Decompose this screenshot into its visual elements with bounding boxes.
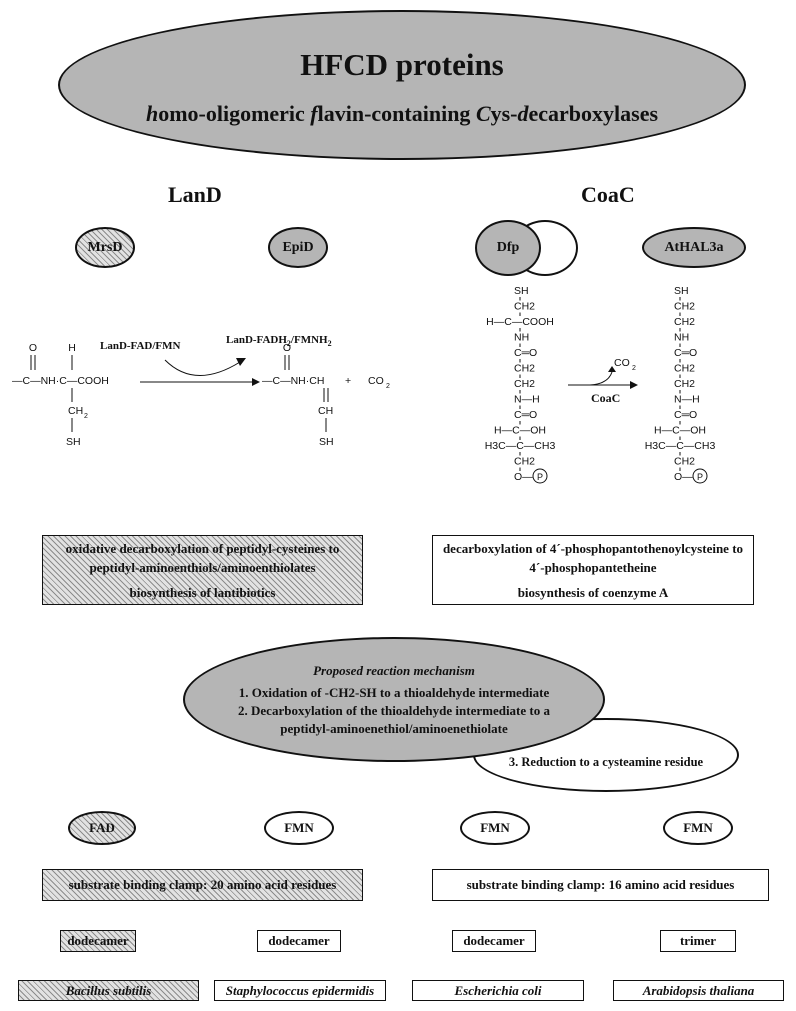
coac-product-structure: SHCH2CH2NHC═OCH2CH2N—HC═OH—C—OHH3C—C—CH3… xyxy=(645,285,716,484)
coac-substrate-atom-9: H—C—OH xyxy=(494,425,546,437)
coac-product-phosphate-label: P xyxy=(697,472,703,482)
coac-enzyme-label: CoaC xyxy=(591,391,621,405)
coac-substrate-atom-10: H3C—C—CH3 xyxy=(485,440,556,452)
svg-text:SH: SH xyxy=(319,436,334,448)
land-cofactor-out: LanD-FADH2/FMNH2 xyxy=(226,334,332,349)
oligomer-box-4: trimer xyxy=(660,930,736,952)
cofactor-fmn-3: FMN xyxy=(663,811,733,845)
group-heading-coac: CoaC xyxy=(581,182,635,207)
cofactor-fad: FAD xyxy=(68,811,136,845)
svg-text:CH: CH xyxy=(68,405,83,417)
clamp-box-coac: substrate binding clamp: 16 amino acid r… xyxy=(432,869,769,901)
coac-substrate-structure: SHCH2H—C—COOHNHC═OCH2CH2N—HC═OH—C—OHH3C—… xyxy=(485,285,556,484)
svg-text:O: O xyxy=(29,342,37,354)
coac-product-atom-1: CH2 xyxy=(674,301,695,313)
coac-product-atom-10: H3C—C—CH3 xyxy=(645,440,716,452)
coac-product-atom-9: H—C—OH xyxy=(654,425,706,437)
coac-substrate-atom-2: H—C—COOH xyxy=(486,316,554,328)
coac-substrate-phosphate-label: P xyxy=(537,472,543,482)
coac-arrow xyxy=(568,366,638,389)
mechanism-step2b: peptidyl-aminoenethiol/aminoenethiolate xyxy=(280,720,508,736)
svg-text:+: + xyxy=(345,375,351,387)
coac-product-atom-2: CH2 xyxy=(674,316,695,328)
organism-box-1: Bacillus subtilis xyxy=(18,980,199,1001)
coac-substrate-atom-4: C═O xyxy=(514,347,537,359)
coac-product-atom-3: NH xyxy=(674,332,689,344)
organism-box-4: Arabidopsis thaliana xyxy=(613,980,784,1001)
protein-mrsd: MrsD xyxy=(75,227,135,268)
coac-substrate-phosphate-circle xyxy=(532,468,548,484)
svg-text:O: O xyxy=(283,342,291,354)
mechanism-title: Proposed reaction mechanism xyxy=(313,662,475,678)
oligomer-box-1: dodecamer xyxy=(60,930,136,952)
coac-substrate-atom-11: CH2 xyxy=(514,456,535,468)
coac-product-atom-6: CH2 xyxy=(674,378,695,390)
coac-substrate-atom-3: NH xyxy=(514,332,529,344)
page-subtitle: homo-oligomeric flavin-containing Cys-de… xyxy=(145,101,659,126)
protein-athal3a: AtHAL3a xyxy=(642,227,746,268)
oligomer-box-2: dodecamer xyxy=(257,930,341,952)
coac-product-atom-5: CH2 xyxy=(674,363,695,375)
svg-text:2: 2 xyxy=(386,383,390,390)
substrate-structure: O H —C—NH·C—COOH CH 2 SH xyxy=(12,342,109,448)
svg-text:CO: CO xyxy=(368,375,384,387)
mechanism-step2a: 2. Decarboxylation of the thioaldehyde i… xyxy=(238,702,550,718)
coac-product-atom-4: C═O xyxy=(674,347,697,359)
cofactor-fmn-1: FMN xyxy=(264,811,334,845)
organism-box-3: Escherichia coli xyxy=(412,980,584,1001)
cofactor-fmn-2: FMN xyxy=(460,811,530,845)
cofactor-arrow xyxy=(140,358,260,386)
title-ellipse: HFCD proteins homo-oligomeric flavin-con… xyxy=(58,10,746,160)
coac-substrate-atom-5: CH2 xyxy=(514,363,535,375)
svg-text:H: H xyxy=(68,342,76,354)
coac-product-atom-8: C═O xyxy=(674,409,697,421)
coac-substrate-atom-0: SH xyxy=(514,285,529,297)
product-structure: O —C—NH·CH CH SH + CO 2 xyxy=(262,342,390,448)
land-reaction-diagram: O H —C—NH·C—COOH CH 2 SH O —C—NH·CH CH S… xyxy=(12,342,390,448)
coac-substrate-atom-12: O— xyxy=(514,471,533,483)
coac-product-atom-12: O— xyxy=(674,471,693,483)
svg-text:—C—NH·C—COOH: —C—NH·C—COOH xyxy=(12,375,109,387)
coac-product-atom-7: N—H xyxy=(674,394,700,406)
svg-text:2: 2 xyxy=(84,413,88,420)
coac-substrate-atom-8: C═O xyxy=(514,409,537,421)
coac-substrate-atom-1: CH2 xyxy=(514,301,535,313)
land-description-box: oxidative decarboxylation of peptidyl-cy… xyxy=(42,535,363,605)
svg-text:CH: CH xyxy=(318,405,333,417)
organism-box-2: Staphylococcus epidermidis xyxy=(214,980,386,1001)
coac-product-atom-11: CH2 xyxy=(674,456,695,468)
svg-text:SH: SH xyxy=(66,436,81,448)
coac-substrate-atom-7: N—H xyxy=(514,394,540,406)
svg-text:CO: CO xyxy=(614,357,630,369)
group-heading-land: LanD xyxy=(168,182,222,207)
protein-epid: EpiD xyxy=(268,227,328,268)
coac-product-atom-0: SH xyxy=(674,285,689,297)
mechanism-ellipse: Proposed reaction mechanism 1. Oxidation… xyxy=(183,637,605,762)
oligomer-box-3: dodecamer xyxy=(452,930,536,952)
coac-product-phosphate-circle xyxy=(692,468,708,484)
page-title: HFCD proteins xyxy=(300,47,504,82)
svg-text:2: 2 xyxy=(632,365,636,372)
coac-substrate-atom-6: CH2 xyxy=(514,378,535,390)
protein-dfp: Dfp xyxy=(475,220,541,276)
clamp-box-land: substrate binding clamp: 20 amino acid r… xyxy=(42,869,363,901)
mechanism-step1: 1. Oxidation of -CH2-SH to a thioaldehyd… xyxy=(238,684,550,700)
svg-text:—C—NH·CH: —C—NH·CH xyxy=(262,375,324,387)
coac-reaction-diagram: SHCH2H—C—COOHNHC═OCH2CH2N—HC═OH—C—OHH3C—… xyxy=(485,285,716,484)
coac-description-box: decarboxylation of 4´-phosphopantothenoy… xyxy=(432,535,754,605)
land-cofactor-in: LanD-FAD/FMN xyxy=(100,340,181,352)
